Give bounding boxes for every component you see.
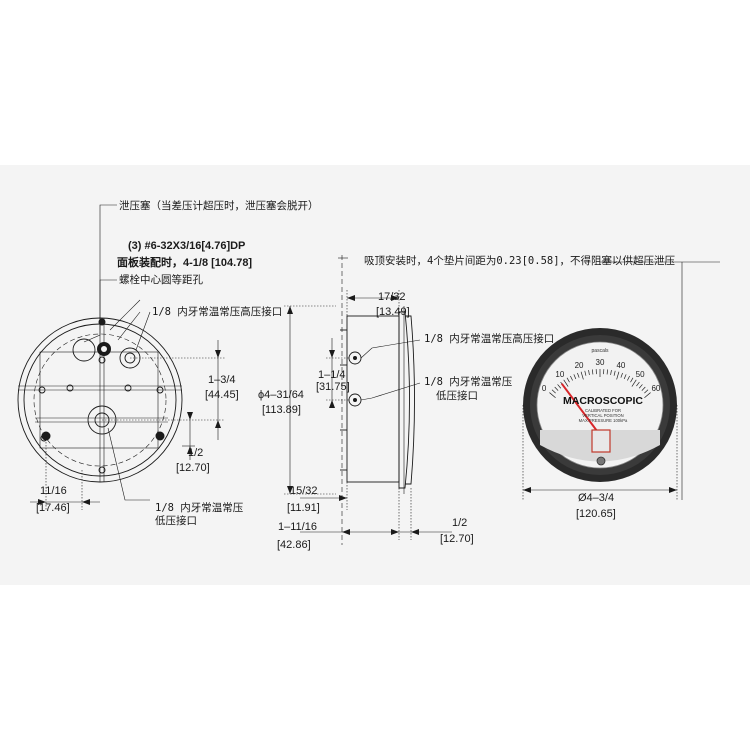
drawing-sheet: 0 10 20 30 40 50 60 pascals MACROSCOPIC CALIBR… — [0, 165, 750, 585]
gauge-tick — [551, 389, 556, 394]
gauge-tick — [549, 392, 556, 398]
ceiling-note: 吸顶安装时，4个垫片间距为0.23[0.58]，不得阻塞以供超压泄压 — [364, 254, 676, 267]
relief-plug — [72, 338, 96, 362]
high-port-side-label: 1/8 内牙常温常压高压接口 — [424, 332, 554, 345]
dim-15-32-mm: [11.91] — [287, 502, 320, 514]
gauge-brand: MACROSCOPIC — [563, 395, 643, 407]
gauge-tick-label: 10 — [555, 370, 564, 379]
dim-1-3-4: 1–3/4 — [208, 374, 236, 386]
screw-spec-label: (3) #6-32X3/16[4.76]DP — [128, 240, 245, 252]
gauge-tick — [580, 371, 584, 380]
gauge-tick-label: 40 — [616, 361, 625, 370]
gauge-tick — [554, 386, 559, 391]
low-port-side-label-1: 1/8 内牙常温常压 — [424, 375, 513, 388]
technical-drawing: 0 10 20 30 40 50 60 pascals MACROSCOPIC CALIBR… — [17, 199, 720, 551]
gauge-tick — [563, 379, 569, 387]
svg-text:VERTICAL POSITION: VERTICAL POSITION — [582, 413, 623, 418]
gauge-tick — [588, 369, 590, 375]
gauge-tick — [627, 375, 630, 381]
dim-1-2-b-mm: [12.70] — [440, 533, 474, 545]
gauge-tick — [644, 392, 651, 398]
dim-17-32-mm: [13.49] — [376, 306, 410, 318]
zero-adjust-label — [591, 429, 611, 453]
gauge-tick — [591, 369, 594, 375]
gauge-tick — [606, 369, 609, 375]
dim-1-2-a-mm: [12.70] — [176, 462, 210, 474]
back-bolt-circle — [33, 333, 167, 467]
dim-11-16-mm: [17.46] — [36, 502, 70, 514]
dim-dia-4-31-64: ϕ4–31/64 — [258, 389, 304, 401]
gauge-tick-label: 20 — [575, 361, 584, 370]
gauge-tick — [631, 379, 637, 387]
gauge-tick — [641, 386, 646, 391]
gauge-tick — [638, 384, 643, 389]
dim-1-1-4-mm: [31.75] — [316, 381, 350, 393]
gauge-tick — [584, 370, 587, 376]
dim-15-32: 15/32 — [290, 485, 318, 497]
gauge-tick-label: 30 — [596, 358, 605, 367]
low-port-back-label-1: 1/8 内牙常温常压 — [155, 501, 244, 514]
gauge-tick — [566, 377, 570, 383]
gauge-tick-label: 60 — [651, 384, 660, 393]
gauge-tick — [570, 375, 573, 381]
gauge-pointer — [560, 383, 601, 436]
dim-dia-4-3-4-mm: [120.65] — [576, 508, 616, 520]
bolt-circle-label: 螺栓中心圆等距孔 — [119, 273, 203, 286]
dim-1-1-4: 1–1/4 — [318, 369, 346, 381]
high-port-back-label: 1/8 内牙常温常压高压接口 — [152, 305, 282, 318]
zero-adjust-screw — [596, 456, 606, 466]
gauge-tick-label: 0 — [542, 384, 547, 393]
side-view — [284, 255, 452, 545]
back-low-port-boss — [87, 405, 117, 435]
bezel — [398, 311, 410, 489]
dim-dia-4-31-64-mm: [113.89] — [262, 404, 301, 416]
low-port-back-label-2: 低压接口 — [155, 514, 197, 527]
dim-1-11-16-mm: [42.86] — [277, 539, 311, 551]
gauge-tick — [557, 384, 562, 389]
gauge-tick — [620, 372, 623, 378]
dim-1-2-a: 1/2 — [188, 447, 203, 459]
dim-1-2-b: 1/2 — [452, 517, 467, 529]
dim-1-11-16: 1–11/16 — [278, 521, 317, 533]
gauge-tick — [636, 381, 640, 387]
low-port-side-label-2: 低压接口 — [436, 389, 478, 402]
dim-17-32: 17/32 — [378, 291, 406, 303]
gauge-tick — [613, 370, 616, 376]
dim-1-3-4-mm: [44.45] — [205, 389, 239, 401]
dim-11-16: 11/16 — [40, 485, 67, 497]
gauge-tick — [630, 377, 634, 383]
gauge-tick — [573, 374, 577, 380]
gauge-tick — [610, 369, 612, 375]
front-view: 0 10 20 30 40 50 60 pascals MACROSCOPIC CALIBR… — [522, 261, 720, 500]
dim-dia-4-3-4: Ø4–3/4 — [578, 492, 614, 504]
gauge-tick — [644, 389, 649, 394]
gauge-tick — [577, 372, 580, 378]
gauge-tick — [616, 371, 620, 380]
gauge-unit: pascals — [592, 348, 609, 354]
panel-mount-label: 面板装配时，4-1/8 [104.78] — [117, 255, 252, 269]
relief-plug-label: 泄压塞（当差压计超压时，泄压塞会脱开） — [119, 199, 319, 212]
svg-text:CALIBRATED FOR: CALIBRATED FOR — [585, 408, 621, 413]
gauge-tick — [623, 374, 627, 380]
gauge-tick-label: 50 — [636, 370, 645, 379]
svg-text:MAX.PRESSURE 100kPa: MAX.PRESSURE 100kPa — [579, 418, 628, 423]
back-view — [17, 204, 225, 510]
